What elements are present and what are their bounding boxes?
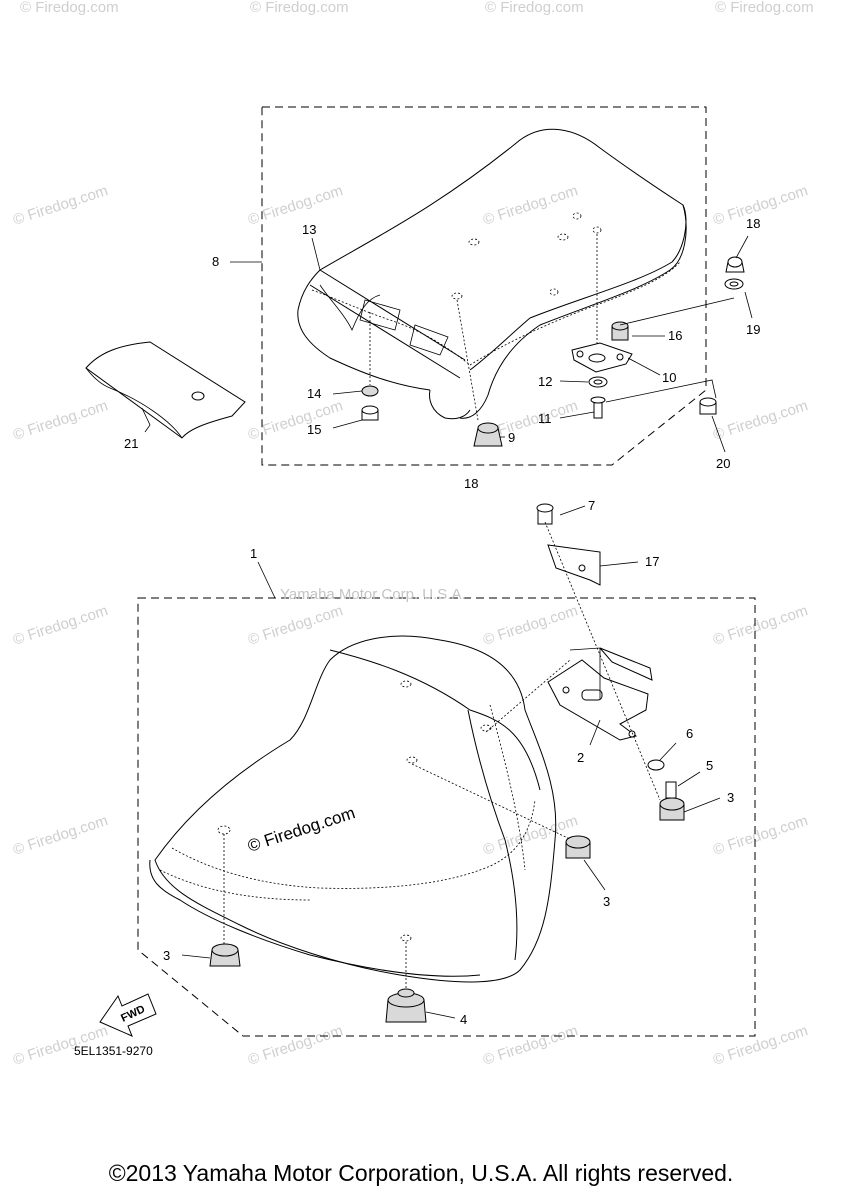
callout-3: 3 <box>727 790 734 805</box>
callout-20: 20 <box>716 456 730 471</box>
callout-12: 12 <box>538 374 552 389</box>
upper-leader-lines <box>141 235 753 453</box>
bracket-plate <box>599 647 653 681</box>
center-watermark: © Firedog.com <box>245 803 357 856</box>
callout-6: 6 <box>686 726 693 741</box>
callout-2: 2 <box>577 750 584 765</box>
callout-21: 21 <box>124 436 138 451</box>
callout-16: 16 <box>668 328 682 343</box>
watermark: © Firedog.com <box>246 602 345 649</box>
callout-3: 3 <box>163 948 170 963</box>
watermark: © Firedog.com <box>250 0 349 16</box>
washer-6 <box>647 759 665 771</box>
callout-14: 14 <box>307 386 321 401</box>
callout-8: 8 <box>212 254 219 269</box>
watermark: © Firedog.com <box>485 0 584 16</box>
bolt-5 <box>665 781 677 799</box>
upper-hardware <box>361 256 745 447</box>
grommet-14 <box>361 385 379 397</box>
seat-cover-21 <box>85 341 246 439</box>
watermark: © Firedog.com <box>20 0 119 16</box>
watermark: © Firedog.com <box>481 812 580 859</box>
bracket-17 <box>547 544 601 586</box>
callout-1: 1 <box>250 546 257 561</box>
watermark: © Firedog.com <box>711 812 810 859</box>
watermark: © Firedog.com <box>711 602 810 649</box>
watermark: © Firedog.com <box>246 1022 345 1069</box>
lower-leader-lines <box>181 505 721 1019</box>
watermark: © Firedog.com <box>715 0 814 16</box>
passenger-seat <box>297 128 687 421</box>
callout-18: 18 <box>746 216 760 231</box>
callout-10: 10 <box>662 370 676 385</box>
watermark: © Firedog.com <box>11 182 110 229</box>
part-callouts: 1 2 3 3 3 4 5 6 7 8 9 10 11 12 13 14 15 … <box>124 216 760 1027</box>
copyright-notice: ©2013 Yamaha Motor Corporation, U.S.A. A… <box>108 1160 734 1186</box>
watermark: © Firedog.com <box>11 397 110 444</box>
rider-seat <box>149 635 573 1000</box>
callout-18: 18 <box>464 476 478 491</box>
watermark: © Firedog.com <box>11 602 110 649</box>
diagram-code: 5EL1351-9270 <box>74 1044 153 1058</box>
leader-1 <box>257 561 276 599</box>
passenger-seat-group-outline <box>261 106 707 466</box>
callout-9: 9 <box>508 430 515 445</box>
watermark: © Firedog.com <box>481 182 580 229</box>
rider-seat-group-outline <box>137 597 756 1037</box>
forward-arrow-icon: FWD <box>99 993 157 1037</box>
callout-19: 19 <box>746 322 760 337</box>
watermark: © Firedog.com <box>711 397 810 444</box>
firedog-watermarks: © Firedog.com © Firedog.com © Firedog.co… <box>11 0 814 1069</box>
callout-11: 11 <box>538 411 552 426</box>
callout-7: 7 <box>588 498 595 513</box>
callout-4: 4 <box>460 1012 467 1027</box>
callout-13: 13 <box>302 222 316 237</box>
callout-17: 17 <box>645 554 659 569</box>
watermark: © Firedog.com <box>246 182 345 229</box>
watermark: © Firedog.com <box>481 1022 580 1069</box>
watermark: © Firedog.com <box>11 812 110 859</box>
corporation-watermark: Yamaha Motor Corp. U.S.A. <box>280 586 466 603</box>
callout-5: 5 <box>706 758 713 773</box>
lower-hardware <box>209 503 685 1023</box>
watermark: © Firedog.com <box>711 1022 810 1069</box>
watermark: © Firedog.com <box>246 397 345 444</box>
callout-3: 3 <box>603 894 610 909</box>
watermark: © Firedog.com <box>711 182 810 229</box>
callout-15: 15 <box>307 422 321 437</box>
watermark: © Firedog.com <box>481 602 580 649</box>
